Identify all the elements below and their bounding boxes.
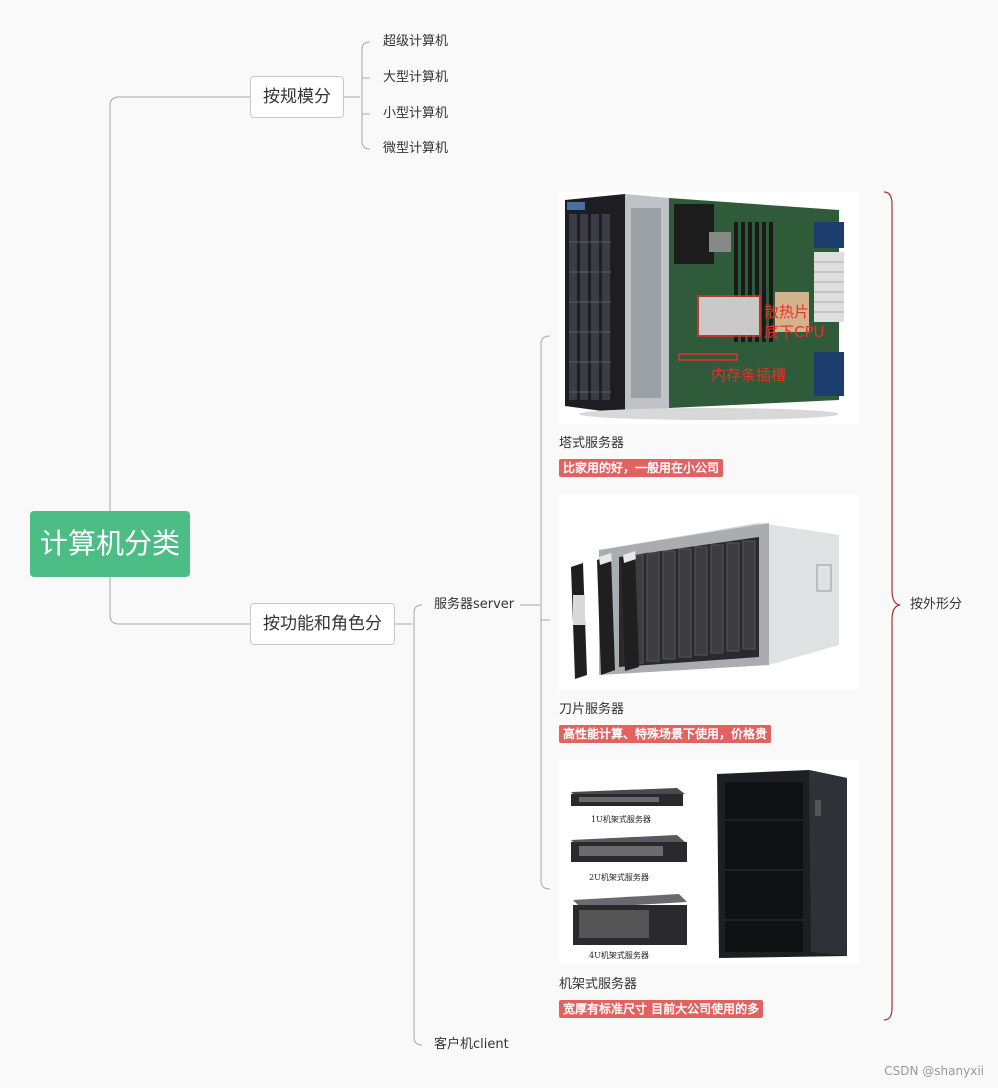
rack-server-note: 宽厚有标准尺寸 目前大公司使用的多	[559, 1000, 764, 1018]
form-category-label: 按外形分	[910, 597, 963, 612]
rack-1u-caption: 1U机架式服务器	[591, 815, 651, 824]
tower-server-note: 比家用的好，一般用在小公司	[559, 459, 724, 477]
cpu-label: 底下CPU	[764, 323, 825, 341]
tower-server-title[interactable]: 塔式服务器	[559, 436, 625, 451]
blade-server-image	[559, 495, 859, 690]
form-curly-bracket	[883, 191, 901, 1021]
connector-root-scale	[109, 96, 250, 511]
rack-server-title[interactable]: 机架式服务器	[559, 977, 638, 992]
blade-server-note: 高性能计算、特殊场景下使用，价格贵	[559, 725, 772, 743]
heatsink-label: 散热片	[764, 303, 810, 321]
client-node[interactable]: 客户机client	[434, 1037, 509, 1052]
rack-4u-caption: 4U机架式服务器	[589, 951, 649, 960]
tower-server-image: 散热片 底下CPU 内存条插槽	[559, 192, 859, 424]
rack-2u-caption: 2U机架式服务器	[589, 873, 649, 882]
bracket-scale	[361, 41, 371, 150]
blade-server-title[interactable]: 刀片服务器	[559, 702, 625, 717]
server-node[interactable]: 服务器server	[434, 597, 515, 612]
by-scale-node[interactable]: 按规模分	[250, 76, 344, 118]
bracket-role	[413, 604, 423, 1046]
scale-item-microcomputer[interactable]: 微型计算机	[383, 141, 449, 156]
scale-item-minicomputer[interactable]: 小型计算机	[383, 106, 449, 121]
by-role-node[interactable]: 按功能和角色分	[250, 603, 395, 645]
connector-root-role	[109, 577, 250, 625]
watermark: CSDN @shanyxii	[884, 1064, 984, 1078]
bracket-server	[540, 335, 551, 890]
scale-item-supercomputer[interactable]: 超级计算机	[383, 34, 449, 49]
root-node[interactable]: 计算机分类	[30, 511, 190, 577]
memory-slot-label: 内存条插槽	[711, 366, 787, 384]
scale-item-mainframe[interactable]: 大型计算机	[383, 70, 449, 85]
rack-server-image: 1U机架式服务器 2U机架式服务器 4U机架式服务器	[559, 760, 859, 965]
